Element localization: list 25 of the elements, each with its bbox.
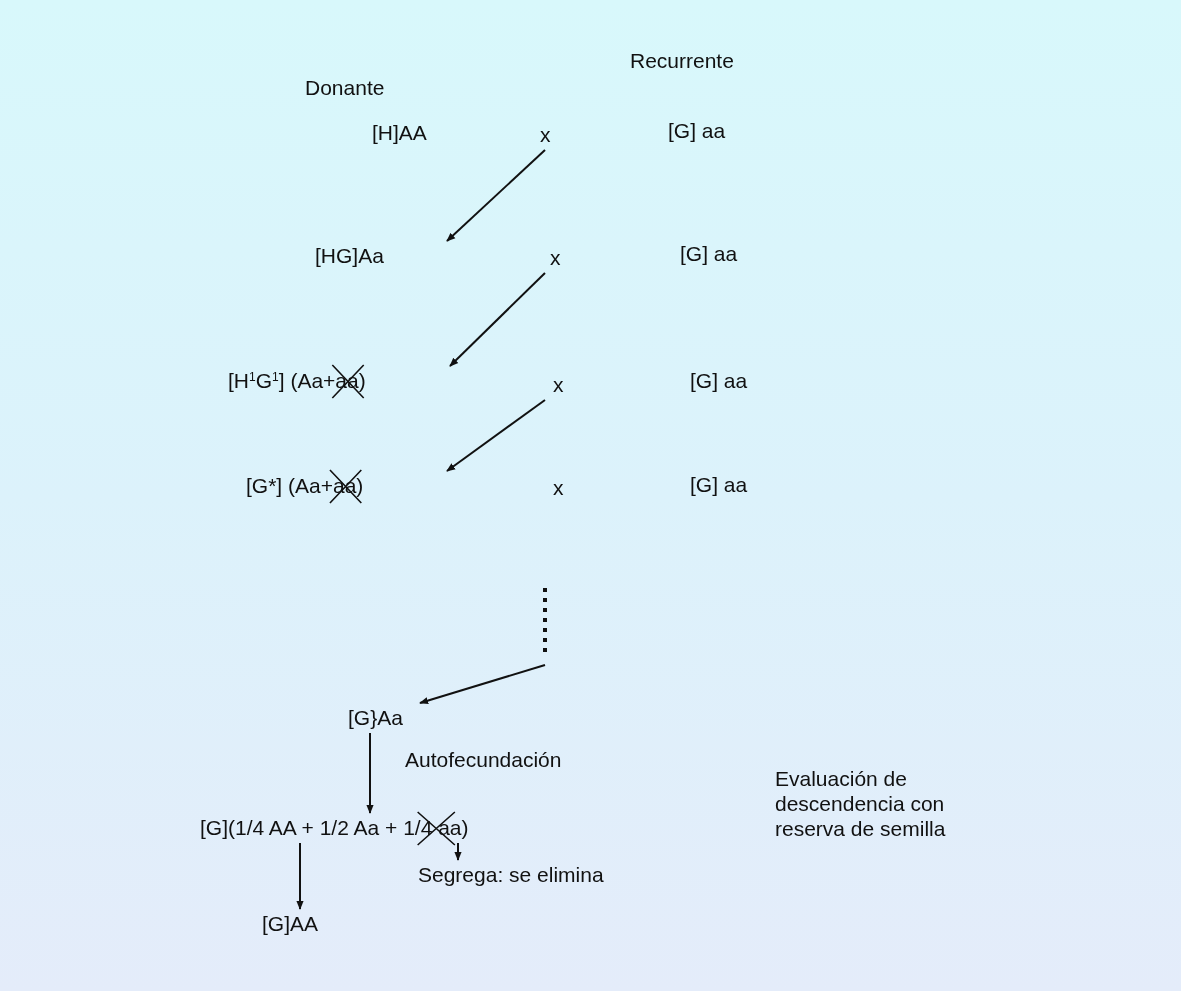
genotype-text: [G}Aa [348,705,403,731]
arrow [449,272,546,367]
edge-label: Autofecundación [405,747,562,773]
column-heading: Recurrente [630,48,734,74]
arrow [296,842,304,910]
arrow [419,664,546,705]
cross-symbol: x [553,372,564,398]
genotype-text: [G] aa [668,118,726,144]
note-text: Evaluación de descendencia con reserva de semilla [775,766,947,841]
arrow [366,732,374,814]
genotype-text: [HG]Aa [315,243,384,269]
genotype-text: [G]AA [262,911,319,937]
arrow [446,399,546,472]
arrow [446,149,546,242]
cross-symbol: x [553,475,564,501]
cross-symbol: x [540,122,551,148]
cross-symbol: x [550,245,561,271]
genotype-text: [G] aa [680,241,738,267]
genotype-text: [G] aa [690,472,748,498]
column-heading: Donante [305,75,385,101]
genotype-text: [G](1/4 AA + 1/2 Aa + 1/4 aa) [200,815,469,841]
note-text: Segrega: se elimina [418,862,604,888]
genotype-text: [H]AA [372,120,427,146]
genotype-text: [G] aa [690,368,748,394]
arrow [454,842,462,861]
